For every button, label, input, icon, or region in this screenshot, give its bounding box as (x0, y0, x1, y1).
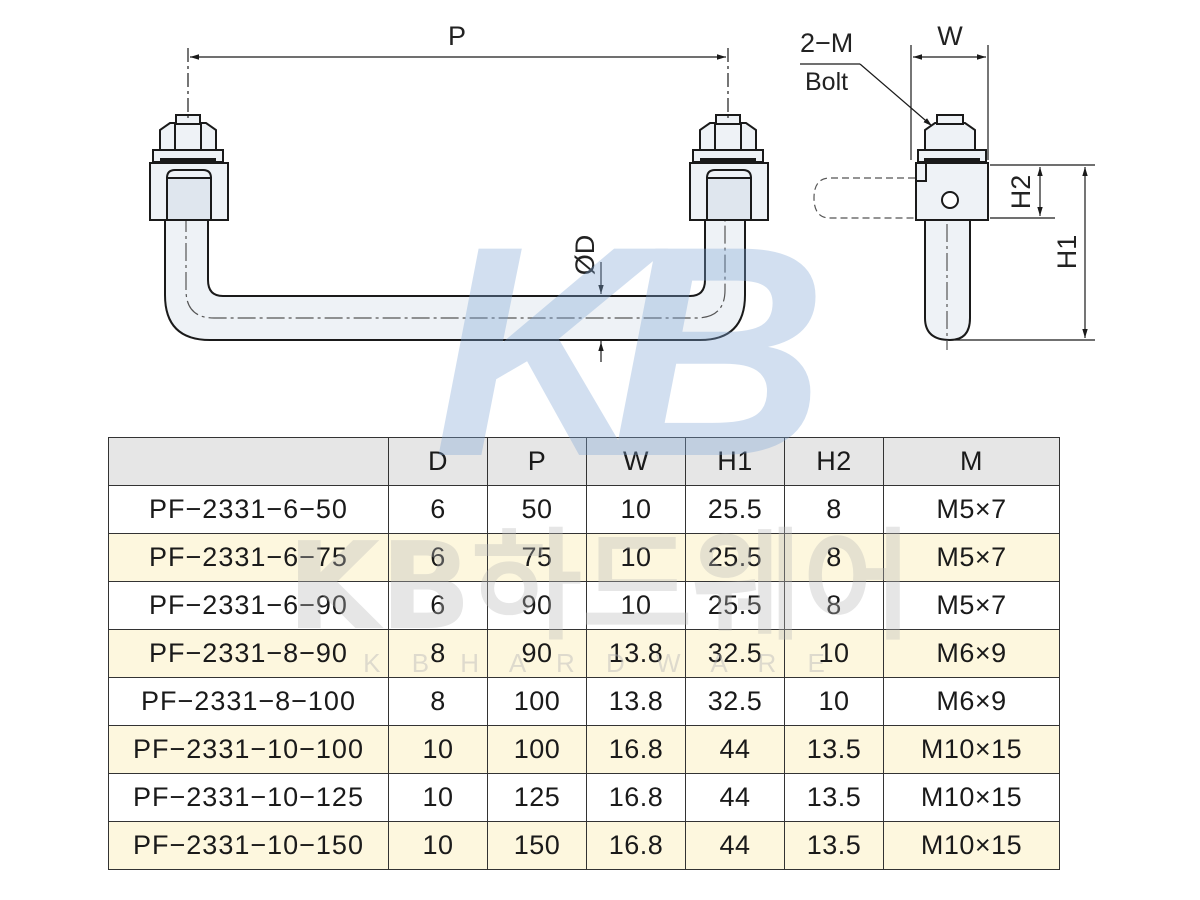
cell-w: 10 (586, 485, 686, 534)
cell-p: 100 (487, 677, 587, 726)
table-row: PF−2331−8−100 8 100 13.8 32.5 10 M6×9 (108, 677, 1060, 726)
cell-h1: 44 (685, 725, 785, 774)
table-row: PF−2331−6−75 6 75 10 25.5 8 M5×7 (108, 533, 1060, 582)
table-row: PF−2331−10−100 10 100 16.8 44 13.5 M10×1… (108, 725, 1060, 774)
front-view (149, 114, 769, 341)
side-nut (924, 122, 976, 151)
left-bolt-tip (175, 114, 201, 125)
dimension-h1 (955, 164, 1095, 341)
cell-h2: 13.5 (784, 773, 884, 822)
cell-model: PF−2331−6−50 (108, 485, 389, 534)
cell-h1: 25.5 (685, 581, 785, 630)
table-row: PF−2331−10−125 10 125 16.8 44 13.5 M10×1… (108, 773, 1060, 822)
label-bolt-word: Bolt (805, 68, 848, 96)
cell-model: PF−2331−10−150 (108, 821, 389, 870)
cell-m: M10×15 (883, 773, 1060, 822)
side-bolt-tip (936, 114, 964, 125)
label-bolt-qty: 2−M (800, 28, 853, 58)
cell-w: 16.8 (586, 821, 686, 870)
table-row: PF−2331−8−90 8 90 13.8 32.5 10 M6×9 (108, 629, 1060, 678)
header-w: W (586, 437, 686, 486)
handle-technical-drawing: P ØD W 2−M Bolt (149, 21, 1095, 362)
phantom-handle (813, 177, 915, 219)
cell-h2: 8 (784, 533, 884, 582)
label-diameter: ØD (570, 235, 600, 276)
cell-w: 16.8 (586, 725, 686, 774)
cell-d: 10 (388, 821, 488, 870)
dimension-h2 (990, 164, 1055, 219)
cell-h1: 44 (685, 773, 785, 822)
cell-h2: 10 (784, 677, 884, 726)
header-m: M (883, 437, 1060, 486)
cell-model: PF−2331−10−100 (108, 725, 389, 774)
centerline (185, 185, 726, 319)
table-row: PF−2331−10−150 10 150 16.8 44 13.5 M10×1… (108, 821, 1060, 870)
cell-d: 8 (388, 629, 488, 678)
header-p: P (487, 437, 587, 486)
dimension-w (910, 45, 989, 160)
cell-model: PF−2331−6−75 (108, 533, 389, 582)
header-h1: H1 (685, 437, 785, 486)
cell-h2: 8 (784, 485, 884, 534)
cell-h1: 25.5 (685, 485, 785, 534)
cell-m: M5×7 (883, 485, 1060, 534)
cell-d: 6 (388, 533, 488, 582)
label-p: P (448, 21, 466, 51)
cell-h1: 32.5 (685, 677, 785, 726)
cell-model: PF−2331−8−90 (108, 629, 389, 678)
cell-m: M6×9 (883, 677, 1060, 726)
header-h2: H2 (784, 437, 884, 486)
cell-p: 150 (487, 821, 587, 870)
table-row: PF−2331−6−50 6 50 10 25.5 8 M5×7 (108, 485, 1060, 534)
cell-w: 10 (586, 533, 686, 582)
cell-h2: 8 (784, 581, 884, 630)
header-model (108, 437, 389, 486)
cell-p: 125 (487, 773, 587, 822)
table-row: PF−2331−6−90 6 90 10 25.5 8 M5×7 (108, 581, 1060, 630)
cell-p: 100 (487, 725, 587, 774)
cell-p: 50 (487, 485, 587, 534)
cell-w: 10 (586, 581, 686, 630)
cell-m: M10×15 (883, 725, 1060, 774)
cell-h2: 13.5 (784, 821, 884, 870)
cell-d: 8 (388, 677, 488, 726)
left-nut (159, 122, 217, 151)
cell-d: 6 (388, 581, 488, 630)
label-h2: H2 (1006, 175, 1036, 210)
cell-m: M10×15 (883, 821, 1060, 870)
cell-p: 90 (487, 581, 587, 630)
cell-h2: 13.5 (784, 725, 884, 774)
label-w: W (937, 21, 963, 51)
cell-h1: 32.5 (685, 629, 785, 678)
table-header-row: D P W H1 H2 M (108, 437, 1060, 486)
cell-d: 10 (388, 773, 488, 822)
cell-h2: 10 (784, 629, 884, 678)
dimension-p (187, 48, 729, 118)
cell-m: M5×7 (883, 581, 1060, 630)
cell-m: M6×9 (883, 629, 1060, 678)
bolt-leader (800, 63, 933, 127)
cell-h1: 25.5 (685, 533, 785, 582)
spec-table: D P W H1 H2 M PF−2331−6−50 6 50 10 25.5 … (108, 437, 1060, 870)
cell-w: 13.8 (586, 677, 686, 726)
cell-m: M5×7 (883, 533, 1060, 582)
cell-h1: 44 (685, 821, 785, 870)
cell-model: PF−2331−6−90 (108, 581, 389, 630)
header-d: D (388, 437, 488, 486)
cell-model: PF−2331−8−100 (108, 677, 389, 726)
right-nut (699, 122, 757, 151)
cell-model: PF−2331−10−125 (108, 773, 389, 822)
label-h1: H1 (1052, 235, 1082, 270)
cell-p: 90 (487, 629, 587, 678)
cell-p: 75 (487, 533, 587, 582)
cell-d: 10 (388, 725, 488, 774)
side-view (813, 114, 989, 350)
cell-w: 13.8 (586, 629, 686, 678)
pin-hole (941, 191, 959, 209)
cell-w: 16.8 (586, 773, 686, 822)
cell-d: 6 (388, 485, 488, 534)
handle-bar (164, 189, 746, 341)
right-bolt-tip (715, 114, 741, 125)
